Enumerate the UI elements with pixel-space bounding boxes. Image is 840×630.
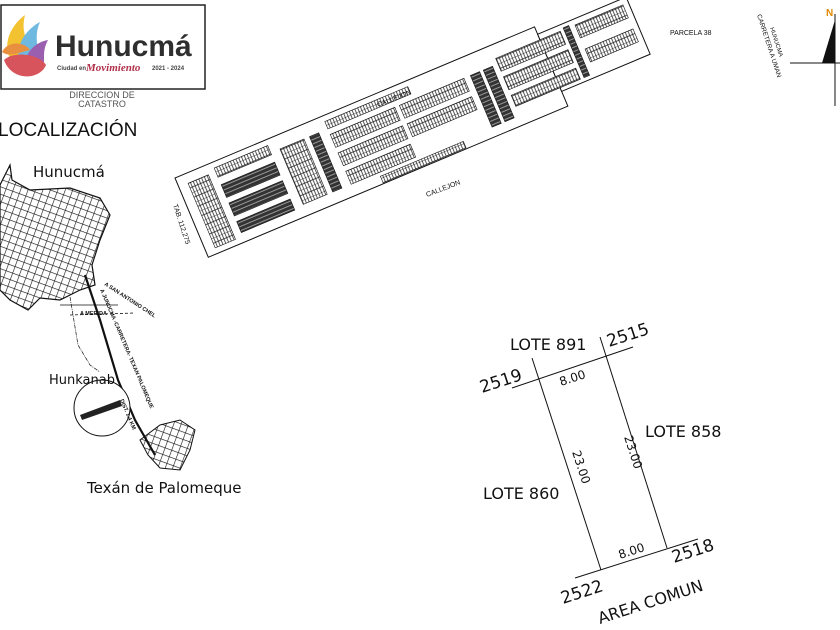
vertex-ne: 2515: [604, 319, 651, 351]
neighbor-south: AREA COMUN: [595, 576, 705, 628]
town-hunucma: Hunucmá: [33, 163, 105, 181]
section-title: LOCALIZACIÓN: [0, 119, 137, 141]
neighbor-north: LOTE 891: [510, 335, 586, 354]
town-hunkanab: Hunkanab: [49, 373, 115, 388]
parcela-label: PARCELA 38: [670, 30, 712, 37]
dimension-right: 23.00: [621, 434, 645, 471]
road-label-merida: A MERIDA: [80, 311, 107, 317]
vertex-sw: 2522: [558, 576, 605, 608]
lot-south-line: [574, 538, 699, 579]
neighbor-west: LOTE 860: [483, 484, 559, 503]
texan-street-grid: [139, 419, 196, 471]
lot-detail: LOTE 891 LOTE 858 LOTE 860 AREA COMUN 25…: [477, 319, 721, 627]
north-arrow-icon: N: [790, 8, 840, 106]
logo-name: Hunucmá: [55, 30, 192, 63]
logo-flame-icon: [2, 15, 48, 77]
subdivision-plan: CALLEJON CALLEJON PARCELA 38 CARRETERA A…: [171, 0, 783, 258]
tab-label: TAB. 112,275: [171, 203, 191, 245]
department-line2: CATASTRO: [78, 99, 126, 109]
lot-east-line: [599, 336, 668, 549]
lot-north-line: [511, 346, 634, 389]
logo-tagline-prefix: Ciudad en: [57, 66, 86, 72]
logo: Hunucmá Ciudad en Movimiento 2021 - 2024: [0, 4, 206, 90]
logo-years: 2021 - 2024: [152, 66, 185, 72]
north-label: N: [826, 8, 833, 19]
vertex-nw: 2519: [477, 365, 524, 397]
department-line1: DIRECCION DE: [69, 90, 135, 100]
neighbor-east: LOTE 858: [645, 422, 721, 441]
hunucma-street-grid: [0, 162, 111, 311]
vertex-se: 2518: [669, 535, 716, 567]
town-texan: Texán de Palomeque: [86, 479, 241, 497]
logo-tagline-script: Movimiento: [85, 62, 141, 74]
callejon-bottom-label: CALLEJON: [425, 179, 461, 199]
dimension-left: 23.00: [569, 449, 593, 486]
location-map: Hunucmá Hunkanab Texán de Palomeque A SA…: [0, 162, 241, 497]
dimension-bottom: 8.00: [617, 540, 647, 562]
lot-west-line: [531, 357, 602, 571]
site-parcel-mark: [80, 400, 122, 420]
